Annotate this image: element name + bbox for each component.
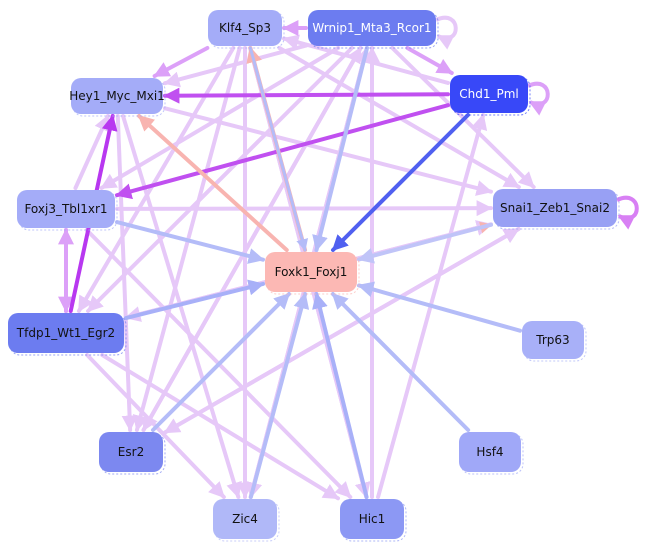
node-hic1[interactable]: Hic1: [340, 499, 407, 542]
node-label: Hic1: [359, 512, 386, 526]
edge-klf4-to-tfdp1: [76, 46, 236, 313]
node-label: Wrnip1_Mta3_Rcor1: [312, 21, 431, 35]
edge-klf4-to-foxk1: [248, 46, 309, 252]
edge-tfdp1-to-hic1: [100, 353, 340, 501]
self-loop-wrnip1: [435, 15, 458, 50]
node-box[interactable]: [308, 10, 436, 46]
node-box[interactable]: [450, 75, 528, 113]
node-box[interactable]: [459, 432, 521, 472]
node-box[interactable]: [208, 10, 282, 46]
edge-hsf4-to-foxk1: [330, 292, 471, 432]
edge-hey1-to-snai1: [163, 106, 493, 196]
edge-chd1-to-foxk1: [331, 113, 470, 252]
edge-wrnip1-to-chd1: [405, 46, 454, 75]
edge-tfdp1-to-foxk1: [124, 279, 265, 321]
node-shadow: [209, 11, 285, 49]
node-label: Zic4: [232, 512, 258, 526]
node-box[interactable]: [8, 313, 124, 353]
edge-zic4-to-foxk1: [248, 292, 310, 499]
node-klf4[interactable]: Klf4_Sp3: [208, 10, 285, 49]
edge-esr2-to-foxk1: [151, 292, 291, 432]
node-chd1[interactable]: Chd1_Pml: [450, 75, 531, 116]
node-wrnip1[interactable]: Wrnip1_Mta3_Rcor1: [308, 10, 439, 49]
node-foxj3[interactable]: Foxj3_Tbl1xr1: [17, 190, 118, 231]
edge-foxj3-to-foxk1: [115, 220, 265, 264]
node-box[interactable]: [71, 78, 163, 114]
edge-foxj3-to-snai1: [115, 200, 493, 217]
node-snai1[interactable]: Snai1_Zeb1_Snai2: [493, 189, 620, 230]
node-box[interactable]: [493, 189, 617, 227]
self-loop-snai1: [616, 195, 639, 230]
node-label: Tfdp1_Wt1_Egr2: [16, 326, 115, 340]
node-trp63[interactable]: Trp63: [522, 321, 587, 362]
self-loop-chd1: [527, 81, 550, 116]
node-label: Esr2: [118, 445, 144, 459]
edge-hic1-to-foxk1: [312, 292, 369, 499]
edge-snai1-to-esr2: [163, 227, 521, 435]
edge-hey1-to-esr2: [115, 114, 138, 432]
node-label: Hey1_Myc_Mxi1: [69, 89, 165, 103]
node-label: Foxj3_Tbl1xr1: [24, 202, 107, 216]
node-box[interactable]: [265, 252, 357, 292]
edge-chd1-to-hey1: [163, 87, 450, 104]
node-box[interactable]: [213, 499, 277, 539]
edge-snai1-to-foxk1: [357, 222, 493, 264]
self-loops-layer: [435, 15, 639, 230]
node-box[interactable]: [17, 190, 115, 228]
node-label: Hsf4: [476, 445, 503, 459]
node-esr2[interactable]: Esr2: [99, 432, 166, 475]
edge-trp63-to-foxk1: [357, 281, 522, 333]
node-label: Foxk1_Foxj1: [275, 265, 348, 279]
edge-chd1-to-foxj3: [115, 103, 450, 200]
edge-wrnip1-to-foxk1: [312, 46, 369, 252]
node-label: Chd1_Pml: [459, 87, 519, 101]
node-box[interactable]: [340, 499, 404, 539]
edge-klf4-to-hey1: [152, 46, 210, 78]
node-label: Klf4_Sp3: [219, 21, 271, 35]
node-hey1[interactable]: Hey1_Myc_Mxi1: [69, 78, 166, 117]
edge-foxk1-to-hey1: [137, 114, 289, 252]
node-label: Trp63: [535, 333, 569, 347]
node-box[interactable]: [99, 432, 163, 472]
edges-layer: [58, 20, 536, 501]
node-box[interactable]: [522, 321, 584, 359]
edge-wrnip1-to-tfdp1: [86, 46, 354, 313]
node-label: Snai1_Zeb1_Snai2: [500, 201, 610, 215]
node-zic4[interactable]: Zic4: [213, 499, 280, 542]
node-tfdp1[interactable]: Tfdp1_Wt1_Egr2: [8, 313, 127, 356]
edge-chd1-to-klf4: [282, 34, 450, 85]
node-foxk1[interactable]: Foxk1_Foxj1: [265, 252, 360, 295]
edge-esr2-to-wrnip1: [141, 46, 363, 432]
node-hsf4[interactable]: Hsf4: [459, 432, 524, 475]
